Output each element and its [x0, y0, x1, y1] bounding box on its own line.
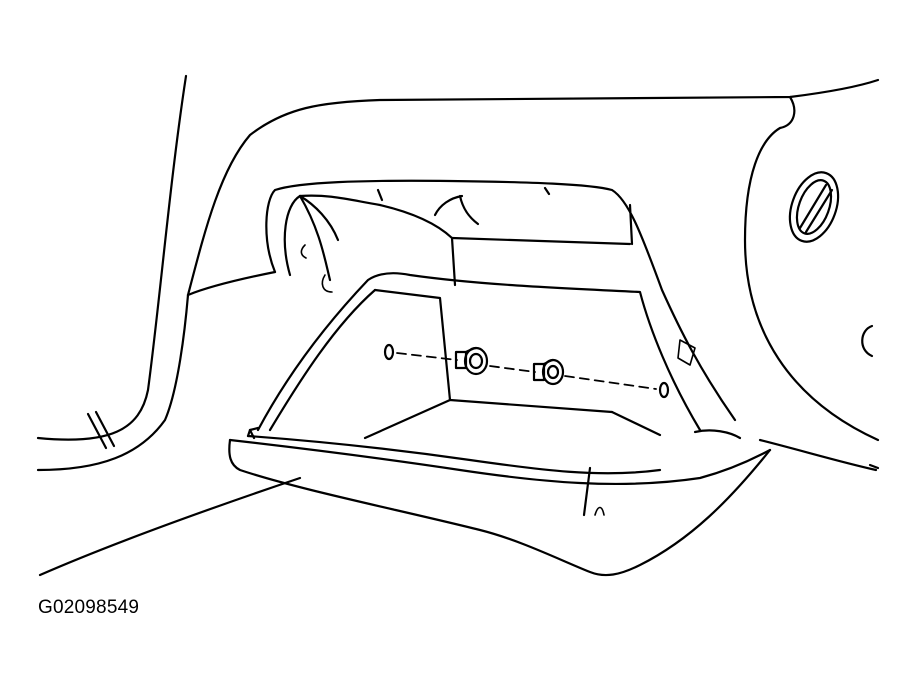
left-trim — [36, 74, 302, 577]
figure-id-label: G02098549 — [38, 597, 140, 618]
stop-clip-right — [532, 358, 565, 386]
mounting-hole-right — [658, 381, 670, 399]
glove-box-door — [228, 272, 772, 577]
mounting-hole-left — [383, 343, 395, 361]
alignment-line — [396, 352, 657, 390]
mounting-holes — [383, 343, 670, 399]
side-clip-right — [861, 324, 874, 358]
dashboard — [186, 78, 880, 472]
vent — [788, 171, 840, 243]
stop-clip-left — [454, 346, 489, 376]
glove-box-opening — [265, 179, 737, 422]
